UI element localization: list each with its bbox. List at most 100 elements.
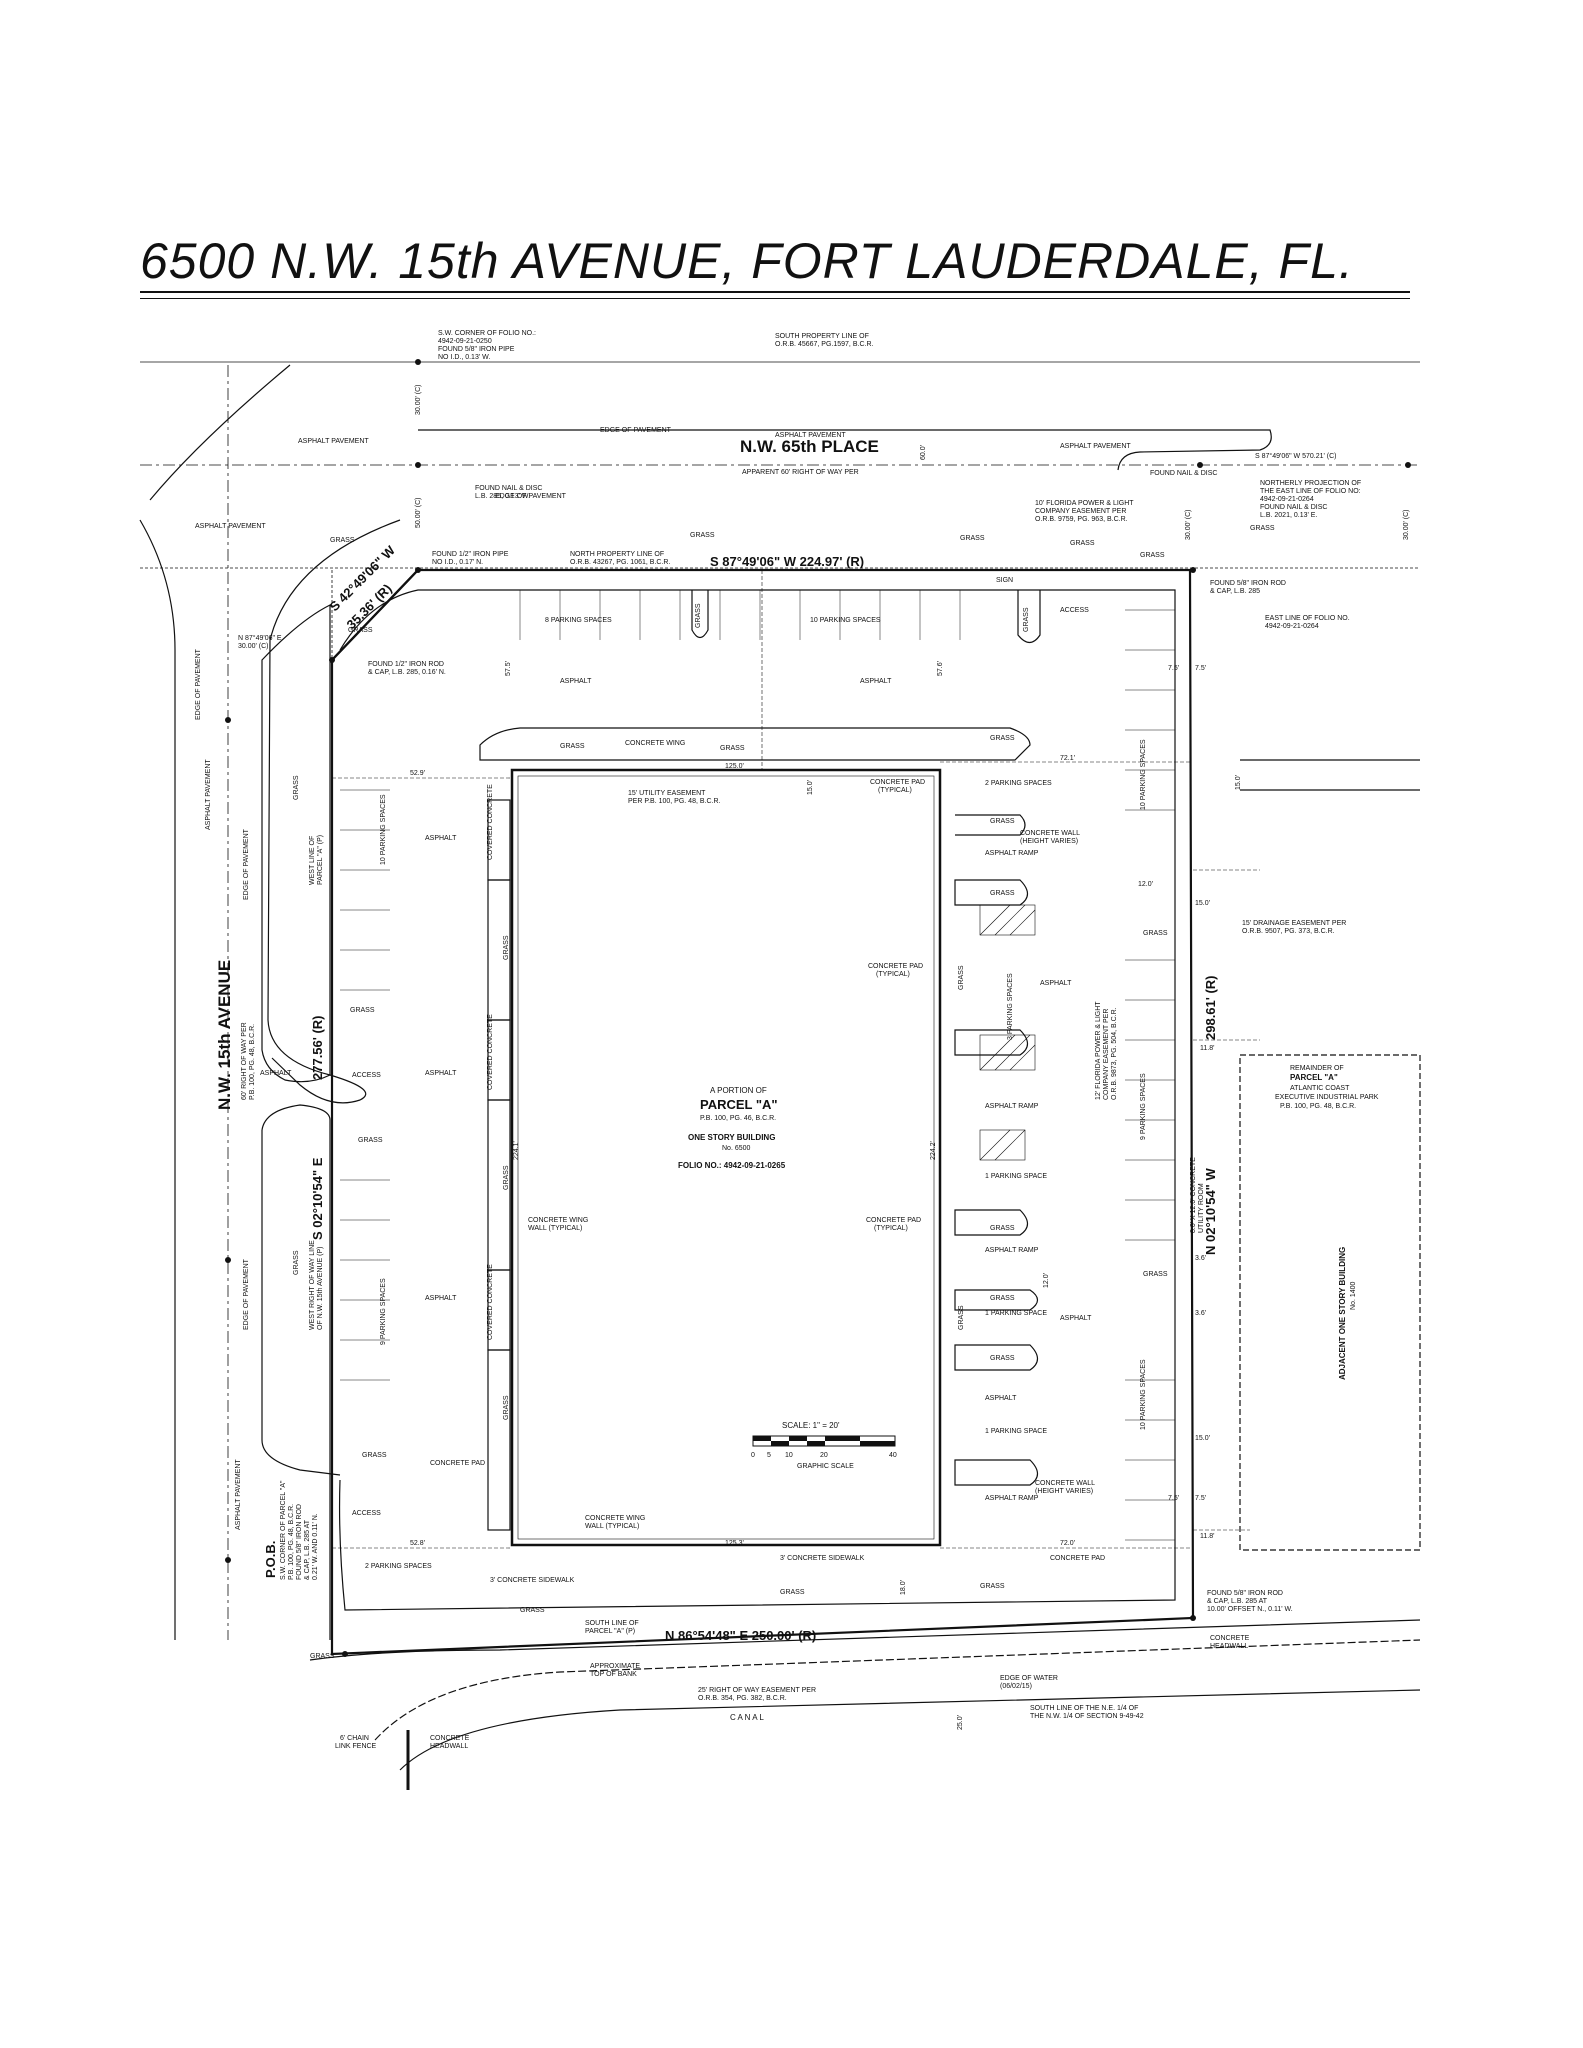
adjacent-building-number: No. 1400 — [1350, 1281, 1357, 1310]
dim-224-1: 224.1' — [513, 1141, 520, 1160]
label-headwall-e: CONCRETE — [1210, 1635, 1250, 1642]
label-asphalt-6: ASPHALT — [1040, 980, 1072, 987]
note-asphalt-pavement-top: ASPHALT PAVEMENT — [775, 432, 846, 439]
label-grass-27: GRASS — [503, 935, 510, 960]
note-sw-corner-folio: S.W. CORNER OF FOLIO NO.: — [438, 330, 536, 337]
grass-strip-3 — [487, 1349, 511, 1531]
graphic-scale-label: GRAPHIC SCALE — [797, 1463, 854, 1470]
label-grass-19: GRASS — [358, 1137, 383, 1144]
east-island-7 — [954, 1459, 1039, 1486]
note-found-half-pipe2: NO I.D., 0.17' N. — [432, 559, 483, 566]
note-found-rod-ne2: & CAP, L.B. 285 — [1210, 588, 1260, 595]
dim-30c-ne2: 30.00' (C) — [1185, 509, 1192, 540]
bearing-west-dist: 277.56' (R) — [310, 1015, 325, 1080]
label-sw-parcel: S.W. CORNER OF PARCEL "A" — [280, 1480, 287, 1580]
scale-tick-5: 5 — [767, 1452, 771, 1459]
dim-57-6: 57.6' — [937, 661, 944, 676]
label-parking-2-sw: 2 PARKING SPACES — [365, 1563, 432, 1570]
dim-11-8-b: 11.8' — [1200, 1533, 1214, 1540]
label-sw-parcel3: FOUND 5/8" IRON ROD — [296, 1504, 303, 1580]
scale-tick-10: 10 — [785, 1452, 793, 1459]
dim-12-0-b: 12.0' — [1043, 1273, 1050, 1288]
label-utility-room2: UTILITY ROOM — [1198, 1183, 1205, 1233]
bearing-east-dist: 298.61' (R) — [1203, 975, 1218, 1040]
label-pob: P.O.B. — [263, 1541, 278, 1578]
label-row-easement2: O.R.B. 354, PG. 382, B.C.R. — [698, 1695, 787, 1702]
label-concrete-wall-top: CONCRETE WALL — [1020, 830, 1080, 837]
note-sw-corner-folio2: 4942-09-21-0250 — [438, 338, 492, 345]
label-south-line-parcel2: PARCEL "A" (P) — [585, 1628, 635, 1635]
building-line5: No. 6500 — [722, 1145, 751, 1152]
adjacent-building-label: ADJACENT ONE STORY BUILDING — [1338, 1247, 1347, 1380]
west-edge-lower — [261, 1130, 341, 1476]
label-sw-parcel4: & CAP, L.B. 285 AT — [304, 1519, 311, 1580]
label-typical-top: (TYPICAL) — [878, 787, 912, 794]
label-asphalt-ramp-4: ASPHALT RAMP — [985, 1495, 1039, 1502]
note-edge-pavement-top: EDGE OF PAVEMENT — [600, 427, 672, 434]
edge-pavement-north — [418, 429, 1272, 471]
note-found-half-rod: FOUND 1/2" IRON ROD — [368, 661, 444, 668]
label-asphalt-ramp-1: ASPHALT RAMP — [985, 850, 1039, 857]
note-found-half-pipe: FOUND 1/2" IRON PIPE — [432, 551, 509, 558]
label-grass-31: GRASS — [958, 1305, 965, 1330]
east-road — [1240, 759, 1420, 791]
dim-15-0-top: 15.0' — [807, 780, 814, 795]
building-line6: FOLIO NO.: 4942-09-21-0265 — [678, 1161, 786, 1170]
label-grass-29: GRASS — [503, 1395, 510, 1420]
label-grass-12: GRASS — [990, 890, 1015, 897]
label-asphalt-9: ASPHALT — [260, 1070, 292, 1077]
dim-57-5: 57.5' — [505, 661, 512, 676]
label-access-w1: ACCESS — [352, 1072, 381, 1079]
note-fpl3: O.R.B. 9759, PG. 963, B.C.R. — [1035, 516, 1128, 523]
label-grass-20: GRASS — [362, 1452, 387, 1459]
label-parking-10-east2: 10 PARKING SPACES — [1140, 1359, 1147, 1430]
label-utility-easement: 15' UTILITY EASEMENT — [628, 790, 706, 797]
label-parking-1a: 1 PARKING SPACE — [985, 1173, 1047, 1180]
dim-52-9: 52.9' — [410, 770, 425, 777]
label-edge-water2: (06/02/15) — [1000, 1683, 1032, 1690]
street-nw15: N.W. 15th AVENUE — [215, 960, 234, 1110]
canal-top-bank — [309, 1619, 1421, 1661]
label-grass-10: GRASS — [990, 735, 1015, 742]
label-grass-11: GRASS — [990, 818, 1015, 825]
note-found-nail-ne: FOUND NAIL & DISC — [1150, 470, 1217, 477]
east-island-6 — [954, 1344, 1039, 1371]
west-road-left-curve — [149, 364, 291, 501]
label-typical-mid: (TYPICAL) — [876, 971, 910, 978]
label-concrete-wall-low: CONCRETE WALL — [1035, 1480, 1095, 1487]
building-line1: A PORTION OF — [710, 1086, 767, 1095]
bearing-north: S 87°49'06" W 224.97' (R) — [710, 554, 864, 569]
label-row-easement: 25' RIGHT OF WAY EASEMENT PER — [698, 1687, 816, 1694]
label-asphalt-pavement-w2: ASPHALT PAVEMENT — [235, 1459, 242, 1530]
west-median-upper — [261, 604, 331, 1083]
label-concrete-pad-top: CONCRETE PAD — [870, 779, 925, 786]
label-height-varies-low: (HEIGHT VARIES) — [1035, 1488, 1093, 1495]
east-island-5 — [954, 1289, 1039, 1311]
remainder-2: PARCEL "A" — [1290, 1073, 1338, 1082]
dim-25: 25.0' — [957, 1715, 964, 1730]
label-asphalt-pavement-w1: ASPHALT PAVEMENT — [205, 759, 212, 830]
label-parking-1b: 1 PARKING SPACE — [985, 1310, 1047, 1317]
label-utility-easement2: PER P.B. 100, PG. 48, B.C.R. — [628, 798, 721, 805]
scale-tick-20: 20 — [820, 1452, 828, 1459]
note-found-rod-ne: FOUND 5/8" IRON ROD — [1210, 580, 1286, 587]
planter-top-1 — [479, 727, 1031, 761]
dim-3-6-b: 3.6' — [1195, 1310, 1206, 1317]
east-island-3 — [954, 1029, 1029, 1056]
remainder-1: REMAINDER OF — [1290, 1065, 1344, 1072]
note-bearing-ne: S 87°49'06" W 570.21' (C) — [1255, 452, 1337, 460]
label-edge-pavement-w2: EDGE OF PAVEMENT — [243, 828, 250, 900]
label-grass-4: GRASS — [1070, 540, 1095, 547]
note-found-nail: FOUND NAIL & DISC — [475, 485, 542, 492]
edge-pavement-north-south — [267, 519, 401, 1104]
note-n87: N 87°49'06" E — [238, 634, 282, 642]
label-grass-28: GRASS — [503, 1165, 510, 1190]
label-covered-2: COVERED CONCRETE — [487, 1014, 494, 1090]
label-drainage-easement: 15' DRAINAGE EASEMENT PER — [1242, 920, 1346, 927]
label-asphalt-2: ASPHALT — [860, 678, 892, 685]
dimension-lines — [332, 570, 1260, 1549]
dim-15-0-drain2: 15.0' — [1195, 1435, 1210, 1442]
note-apparent-row: APPARENT 60' RIGHT OF WAY PER — [742, 469, 859, 476]
note-south-prop: SOUTH PROPERTY LINE OF — [775, 333, 869, 340]
label-grass-32: GRASS — [695, 603, 702, 628]
